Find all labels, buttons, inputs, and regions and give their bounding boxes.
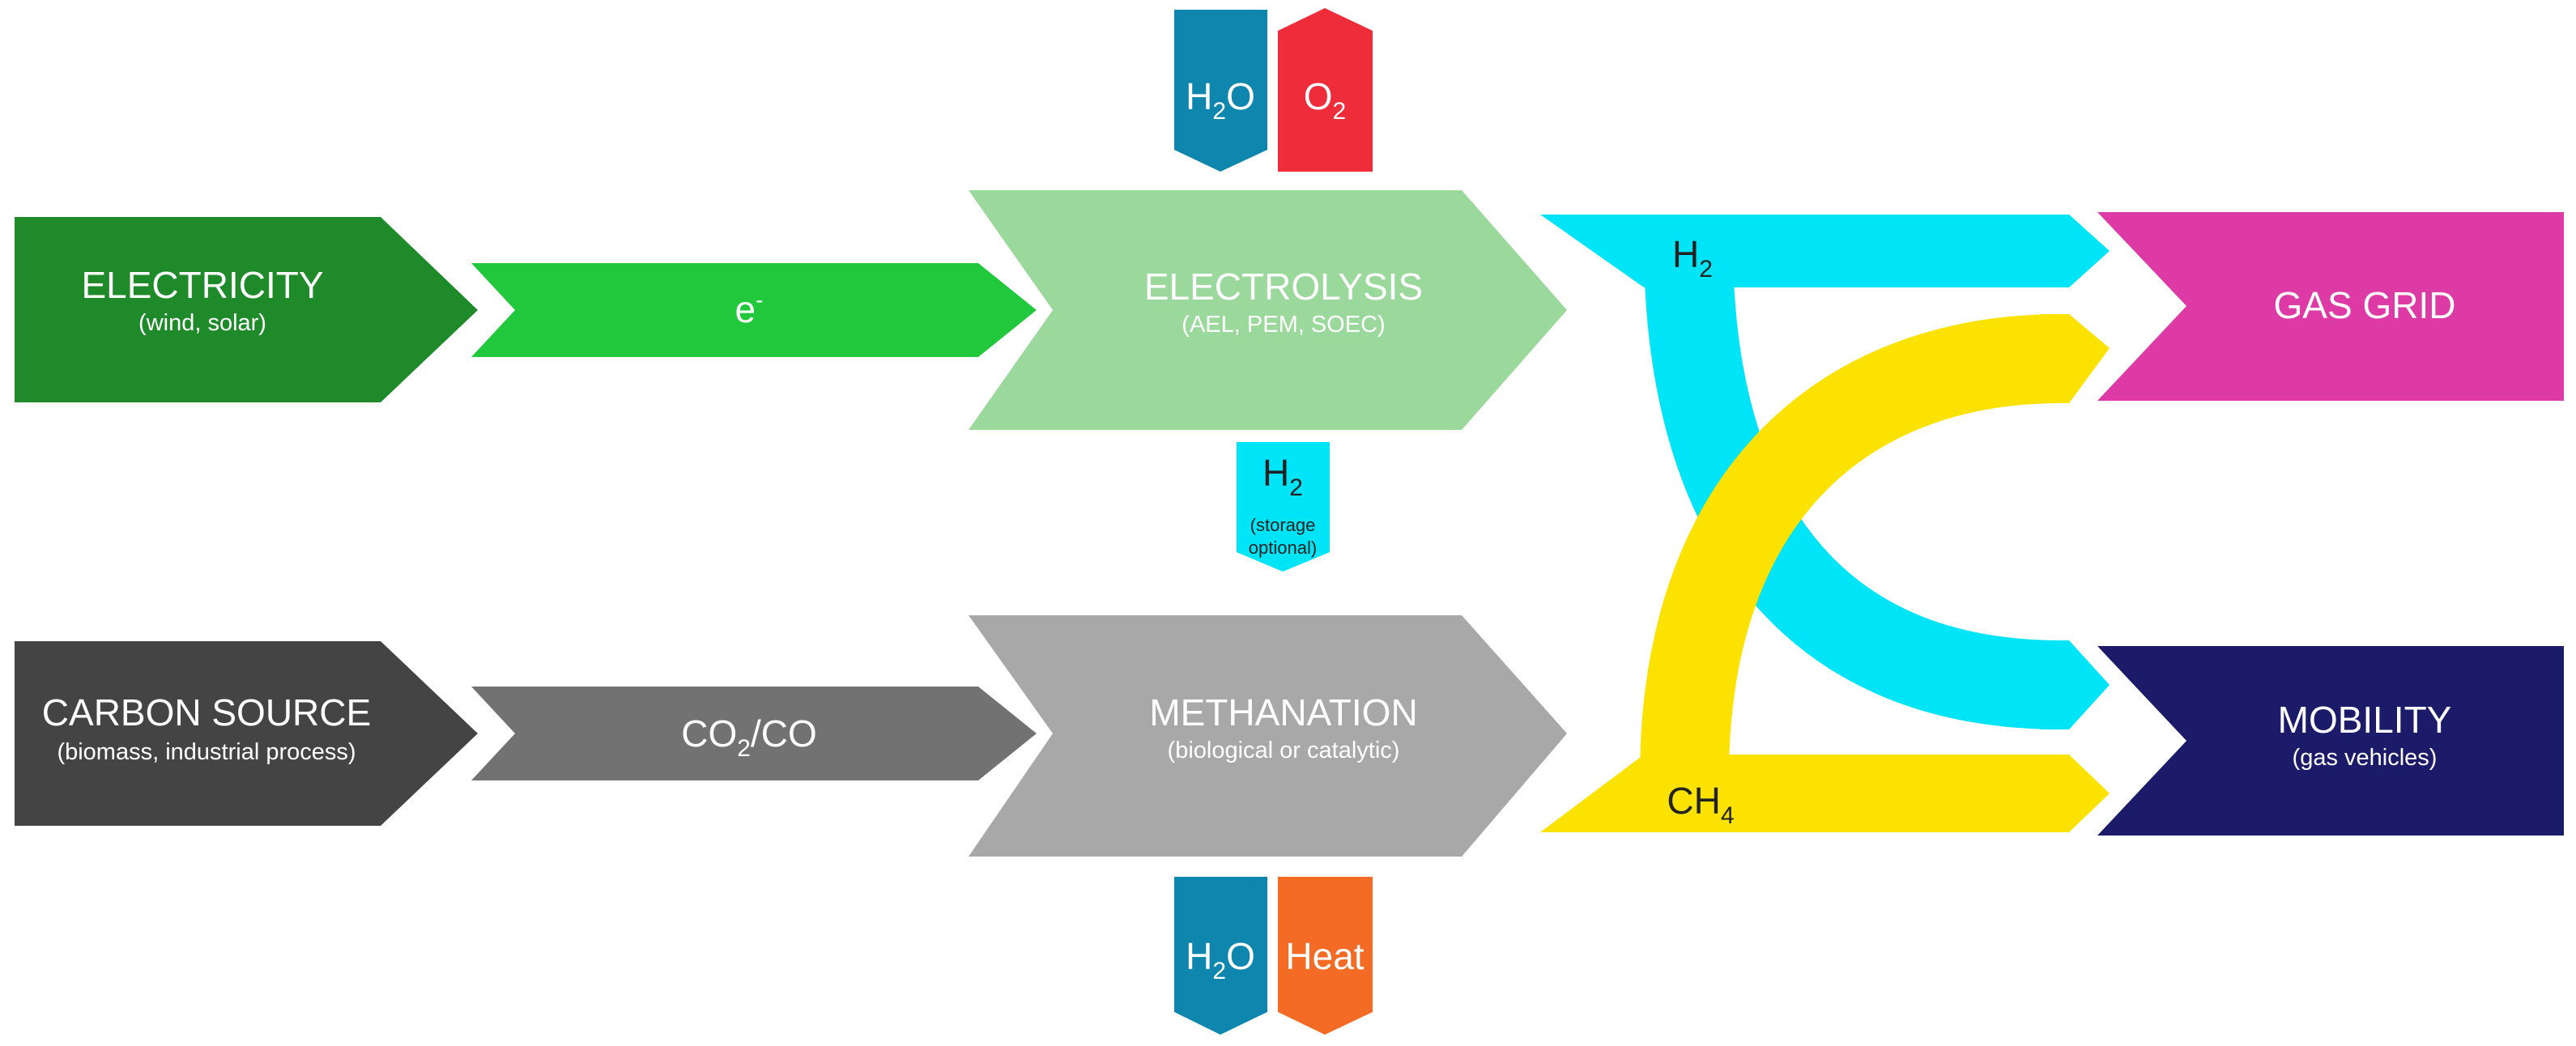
gas-grid-block: GAS GRID — [2097, 212, 2564, 401]
top-o2-output: O2 — [1278, 8, 1373, 172]
h2-storage-note-line2: optional) — [1249, 538, 1317, 558]
h2-pipe-top — [1540, 215, 2110, 287]
methanation-subtitle: (biological or catalytic) — [1168, 738, 1400, 763]
gas-grid-arrow — [2097, 212, 2564, 401]
gas-grid-title: GAS GRID — [2274, 284, 2456, 326]
co2-flow: CO2/CO — [471, 687, 1037, 780]
carbon-source-arrow — [15, 641, 478, 826]
electron-flow-arrow — [471, 263, 1037, 357]
h2-storage-label: H2 — [1262, 452, 1303, 501]
top-o2-arrow — [1278, 8, 1373, 172]
carbon-source-title: CARBON SOURCE — [42, 691, 371, 733]
electricity-block: ELECTRICITY (wind, solar) — [15, 217, 478, 402]
methanation-arrow — [969, 615, 1567, 857]
mobility-block: MOBILITY (gas vehicles) — [2097, 646, 2564, 836]
ch4-pipe-end — [2041, 314, 2110, 403]
top-o2-label: O2 — [1304, 75, 1346, 125]
methanation-block: METHANATION (biological or catalytic) — [969, 615, 1567, 857]
electron-flow: e- — [471, 263, 1037, 357]
carbon-source-block: CARBON SOURCE (biomass, industrial proce… — [15, 641, 478, 826]
ch4-pipe-label: CH4 — [1667, 780, 1734, 829]
electrolysis-subtitle: (AEL, PEM, SOEC) — [1182, 312, 1385, 338]
bottom-h2o-arrow — [1174, 877, 1267, 1035]
mobility-title: MOBILITY — [2278, 699, 2452, 741]
electrolysis-arrow — [969, 190, 1567, 430]
top-h2o-arrow — [1174, 10, 1267, 172]
bottom-heat-output: Heat — [1278, 877, 1373, 1035]
electricity-title: ELECTRICITY — [81, 264, 323, 306]
ch4-pipe-bottom — [1540, 755, 2110, 832]
mobility-arrow — [2097, 646, 2564, 836]
electrolysis-block: ELECTROLYSIS (AEL, PEM, SOEC) — [969, 190, 1567, 430]
electricity-subtitle: (wind, solar) — [138, 310, 266, 336]
electricity-arrow — [15, 217, 478, 402]
carbon-source-subtitle: (biomass, industrial process) — [57, 739, 356, 765]
electron-flow-label: e- — [735, 287, 764, 330]
electrolysis-title: ELECTROLYSIS — [1144, 266, 1423, 308]
co2-flow-label: CO2/CO — [681, 712, 816, 762]
bottom-h2o-label: H2O — [1186, 935, 1255, 984]
co2-flow-arrow — [471, 687, 1037, 780]
h2-pipe-end — [2041, 640, 2110, 729]
bottom-heat-arrow — [1278, 877, 1373, 1035]
ch4-pipe: CH4 — [1540, 314, 2110, 832]
mobility-subtitle: (gas vehicles) — [2293, 745, 2438, 771]
h2-pipe-curve — [1644, 242, 2062, 729]
methanation-title: METHANATION — [1149, 691, 1417, 733]
ch4-pipe-curve — [1640, 314, 2062, 778]
bottom-heat-label: Heat — [1285, 935, 1364, 977]
bottom-h2o-output: H2O — [1174, 877, 1267, 1035]
h2-pipe-label: H2 — [1672, 233, 1713, 283]
h2-pipe: H2 — [1540, 215, 2110, 729]
top-h2o-label: H2O — [1186, 75, 1255, 125]
h2-storage-shape — [1237, 442, 1330, 572]
h2-storage-note-line1: (storage — [1250, 515, 1316, 535]
h2-storage-arrow: H2 (storage optional) — [1237, 442, 1330, 572]
top-h2o-input: H2O — [1174, 10, 1267, 172]
